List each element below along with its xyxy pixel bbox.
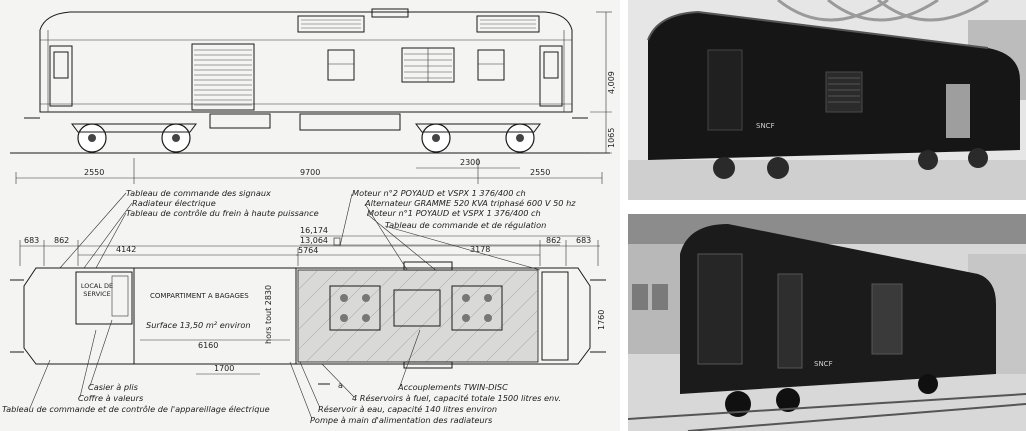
compartment-label: COMPARTIMENT A BAGAGES [150,292,249,300]
dim-right-a: 683 [576,236,591,245]
photo-side-view-drawing: SNCF [628,0,1026,200]
callout-alternator: Alternateur GRAMME 520 KVA triphasé 600 … [364,198,576,208]
photo-side-view: SNCF [628,0,1026,200]
side-elevation: 4,009 1065 2300 2550 9700 2550 [10,8,616,184]
dim-door-length: 1700 [214,364,234,373]
dim-right-length: 3178 [470,245,490,254]
surface-label: Surface 13,50 m² environ [146,320,251,330]
callouts-top-right: Moteur n°2 POYAUD et VSPX 1 376/400 ch A… [339,188,576,291]
callout-water-tank: Réservoir à eau, capacité 140 litres env… [318,404,497,414]
callout-fuel-tanks: 4 Réservoirs à fuel, capacité totale 150… [352,393,561,403]
dim-width: 1760 [597,310,606,330]
photo-end-view-drawing: SNCF [628,214,1026,431]
dim-height-total: 4,009 [607,71,616,94]
dim-right-b: 862 [546,236,561,245]
local-service-label: LOCAL DE SERVICE [80,282,114,298]
callout-radiator: Radiateur électrique [132,198,216,208]
plan-dimensions: 16,174 13,064 683 862 4142 5764 3178 862… [19,226,600,266]
dim-machine-length: 5764 [298,246,318,255]
callout-electrical-panel: Tableau de commande et de contrôle de l'… [2,404,270,414]
callout-hand-pump: Pompe à main d'alimentation des radiateu… [310,415,493,425]
dim-left-a: 683 [24,236,39,245]
dim-overall-2: 13,064 [300,236,328,245]
callout-brake-panel: Tableau de contrôle du frein à haute pui… [126,208,319,218]
dim-overall-1: 16,174 [300,226,328,235]
section-mark: a [338,381,343,390]
photo-bottom-marking: SNCF [814,360,833,368]
photo-top-marking: SNCF [756,122,775,130]
plan-view: LOCAL DE SERVICE COMPARTIMENT A BAGAGES … [10,261,606,390]
dim-luggage-length: 4142 [116,245,136,254]
dim-bogie-centers: 9700 [300,168,320,177]
dim-left-b: 862 [54,236,69,245]
dim-right-overhang: 2550 [530,168,550,177]
photo-end-view: SNCF [628,214,1026,431]
callout-casier: Casier à plis [88,382,139,392]
dim-height-floor: 1065 [607,128,616,148]
technical-drawing: 4,009 1065 2300 2550 9700 2550 Tableau d… [0,0,620,431]
callouts-top-left: Tableau de commande des signaux Radiateu… [59,188,319,269]
callout-engine-2: Moteur n°2 POYAUD et VSPX 1 376/400 ch [352,188,526,198]
callouts-bottom-right: Accouplements TWIN-DISC 4 Réservoirs à f… [289,329,561,425]
callout-engine-1: Moteur n°1 POYAUD et VSPX 1 376/400 ch [367,208,541,218]
dim-floor-length: 6160 [198,341,218,350]
callout-couplings: Accouplements TWIN-DISC [397,382,508,392]
dim-bogie-span: 2300 [460,158,480,167]
dim-inner-width: hors tout 2830 [264,285,273,344]
callout-coffre: Coffre à valeurs [78,393,144,403]
callout-signal-panel: Tableau de commande des signaux [126,188,271,198]
callout-regulation-panel: Tableau de commande et de régulation [385,220,546,230]
dim-left-overhang: 2550 [84,168,104,177]
callouts-bottom-left: Casier à plis Coffre à valeurs Tableau d… [2,319,270,414]
